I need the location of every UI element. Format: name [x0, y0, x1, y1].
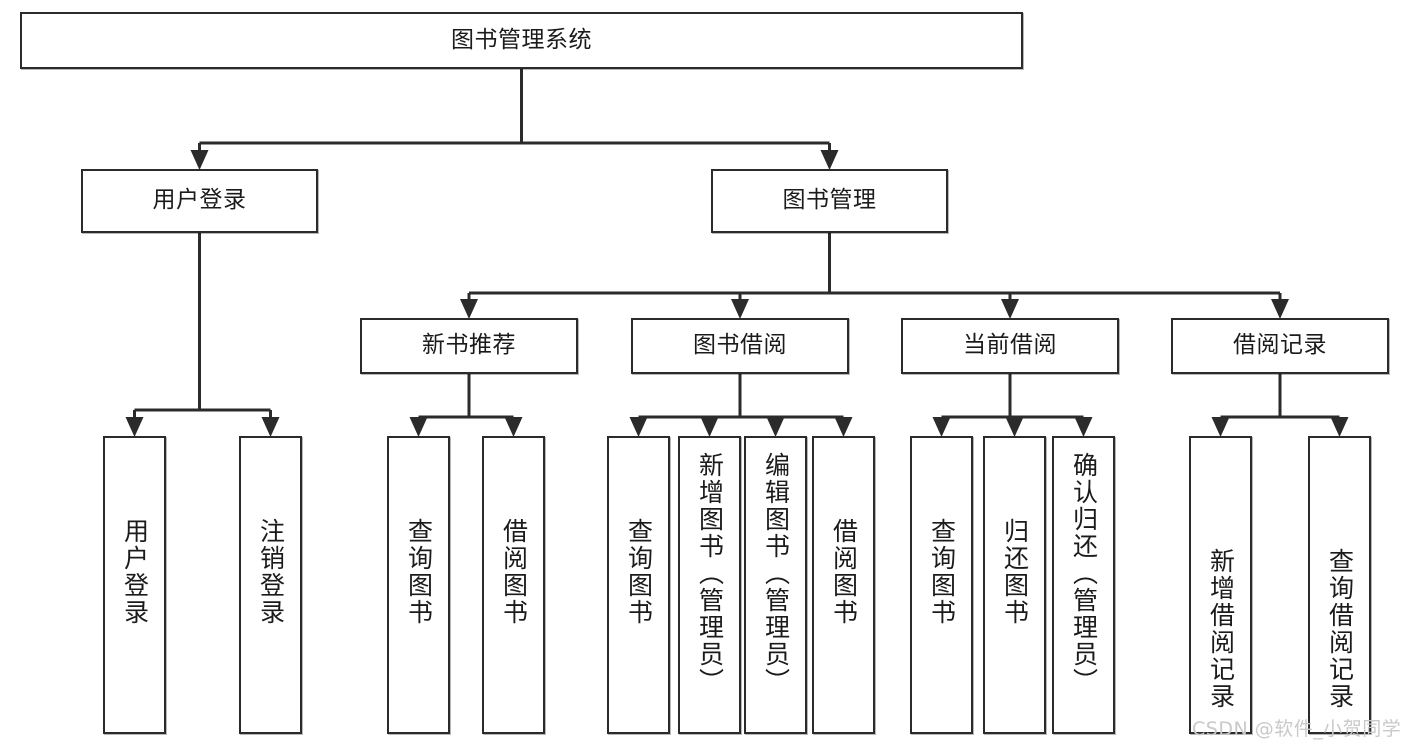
- node-label: 注销登录: [256, 518, 286, 626]
- arrowhead-leaf-borrow-book-1: [504, 417, 523, 437]
- node-label: 查询图书: [624, 518, 654, 626]
- arrowhead-leaf-user-logout: [261, 417, 280, 437]
- node-label: 新增借阅记录: [1206, 548, 1236, 710]
- arrowhead-borrow-record: [1271, 299, 1289, 319]
- node-label: 图书管理: [782, 187, 877, 214]
- arrowhead-book-borrow: [731, 299, 749, 319]
- node-leaf-borrow-book-2[interactable]: 借阅图书: [812, 436, 875, 734]
- node-label: 查询图书: [927, 518, 957, 626]
- node-label: 图书管理系统: [451, 26, 592, 53]
- node-label: 用户登录: [120, 518, 150, 626]
- node-leaf-query-book-1[interactable]: 查询图书: [387, 436, 450, 734]
- node-borrow-record[interactable]: 借阅记录: [1171, 318, 1389, 374]
- node-leaf-add-borrow-record[interactable]: 新增借阅记录: [1189, 436, 1252, 734]
- node-root[interactable]: 图书管理系统: [20, 12, 1023, 69]
- arrowhead-leaf-add-book-admin: [700, 417, 719, 437]
- arrowhead-leaf-borrow-book-2: [834, 417, 853, 437]
- node-label: 确认归还（管理员）: [1069, 452, 1099, 695]
- node-label: 用户登录: [152, 187, 247, 214]
- node-label: 编辑图书（管理员）: [761, 452, 791, 695]
- node-leaf-borrow-book-1[interactable]: 借阅图书: [482, 436, 545, 734]
- arrowhead-book-manage: [820, 150, 839, 170]
- node-label: 新增图书（管理员）: [695, 452, 725, 695]
- node-label: 借阅图书: [499, 518, 529, 626]
- arrowhead-leaf-confirm-return-admin: [1074, 417, 1093, 437]
- node-label: 查询借阅记录: [1325, 548, 1355, 710]
- watermark-label: CSDN @软件_小贺同学: [1192, 718, 1402, 740]
- arrowhead-leaf-query-book-3: [932, 417, 951, 437]
- node-leaf-user-login[interactable]: 用户登录: [103, 436, 166, 734]
- node-label: 借阅记录: [1233, 332, 1327, 359]
- arrowhead-leaf-add-borrow-record: [1211, 417, 1230, 437]
- node-book-manage[interactable]: 图书管理: [711, 169, 948, 233]
- node-leaf-query-book-3[interactable]: 查询图书: [910, 436, 973, 734]
- node-current-borrow[interactable]: 当前借阅: [901, 318, 1119, 374]
- node-leaf-user-logout[interactable]: 注销登录: [239, 436, 302, 734]
- arrowhead-user-login: [190, 150, 209, 170]
- node-label: 归还图书: [1000, 518, 1030, 626]
- arrowhead-leaf-query-borrow-record: [1330, 417, 1349, 437]
- node-label: 新书推荐: [422, 332, 516, 359]
- node-leaf-edit-book-admin[interactable]: 编辑图书（管理员）: [744, 436, 807, 734]
- arrowhead-leaf-query-book-2: [629, 417, 648, 437]
- node-user-login[interactable]: 用户登录: [81, 169, 318, 233]
- arrowhead-new-book-rec: [460, 299, 478, 319]
- node-leaf-query-borrow-record[interactable]: 查询借阅记录: [1308, 436, 1371, 734]
- arrowhead-leaf-user-login: [125, 417, 144, 437]
- node-leaf-add-book-admin[interactable]: 新增图书（管理员）: [678, 436, 741, 734]
- node-label: 借阅图书: [829, 518, 859, 626]
- node-new-book-rec[interactable]: 新书推荐: [360, 318, 578, 374]
- node-label: 查询图书: [404, 518, 434, 626]
- node-leaf-return-book[interactable]: 归还图书: [983, 436, 1046, 734]
- node-label: 图书借阅: [693, 332, 787, 359]
- node-label: 当前借阅: [963, 332, 1057, 359]
- node-leaf-query-book-2[interactable]: 查询图书: [607, 436, 670, 734]
- node-book-borrow[interactable]: 图书借阅: [631, 318, 849, 374]
- arrowhead-leaf-return-book: [1005, 417, 1024, 437]
- arrowhead-leaf-edit-book-admin: [766, 417, 785, 437]
- arrowhead-leaf-query-book-1: [409, 417, 428, 437]
- arrowhead-current-borrow: [1001, 299, 1019, 319]
- node-leaf-confirm-return-admin[interactable]: 确认归还（管理员）: [1052, 436, 1115, 734]
